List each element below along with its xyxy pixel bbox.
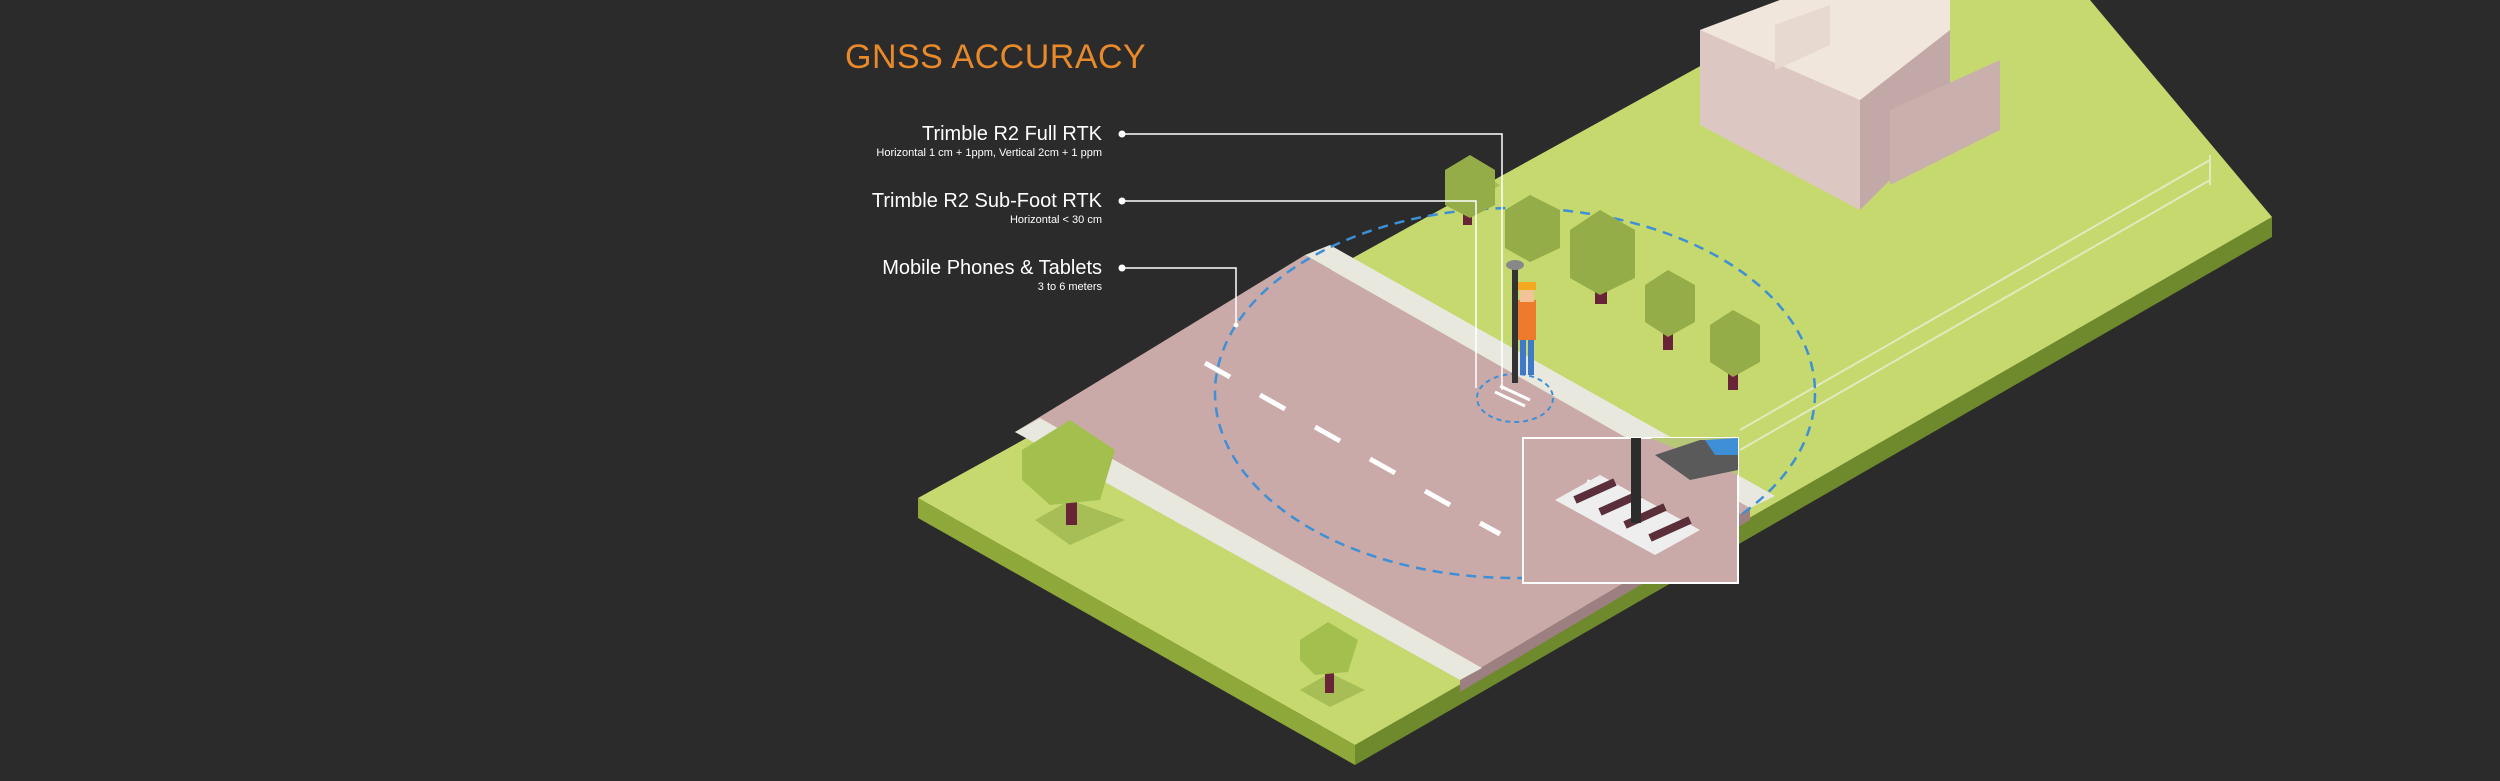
legend-item-mobile-phones: Mobile Phones & Tablets 3 to 6 meters (882, 256, 1102, 294)
leader-line-subfoot (1122, 200, 1477, 388)
building-icon (1700, 0, 2000, 210)
leader-line-phones (1122, 267, 1237, 325)
legend-item-full-rtk: Trimble R2 Full RTK Horizontal 1 cm + 1p… (876, 122, 1102, 160)
tree-icon (1570, 210, 1635, 304)
crosswalk-icon (1494, 384, 1531, 408)
legend-name: Trimble R2 Sub-Foot RTK (871, 190, 1102, 212)
surveyor-icon (1506, 260, 1536, 383)
leader-line-rtk (1122, 133, 1503, 390)
gnss-pole-icon (1512, 263, 1518, 383)
tree-icon (1645, 270, 1695, 350)
tree-icon (1445, 155, 1500, 225)
leader-lines (1122, 133, 1503, 390)
tree-icon (1300, 622, 1365, 707)
zoom-inset (1522, 437, 1739, 584)
page-title: GNSS ACCURACY (845, 38, 1147, 76)
fence-icon (1739, 155, 2211, 451)
tree-icon (1505, 195, 1560, 262)
legend-spec: Horizontal 1 cm + 1ppm, Vertical 2cm + 1… (876, 147, 1102, 159)
car-icon (1655, 438, 1738, 480)
legend-item-subfoot-rtk: Trimble R2 Sub-Foot RTK Horizontal < 30 … (872, 189, 1102, 227)
sidewalk-near (1015, 418, 1482, 680)
tree-icon (1710, 310, 1760, 390)
tree-icon (1022, 420, 1125, 545)
legend-spec: Horizontal < 30 cm (1009, 214, 1102, 226)
crosswalk-stripes (1555, 475, 1700, 555)
ground-left-side (918, 498, 1355, 765)
lane-markings (1203, 360, 1502, 537)
legend-name: Mobile Phones & Tablets (882, 257, 1102, 279)
legend-name: Trimble R2 Full RTK (921, 123, 1102, 145)
ground-right-side (1355, 217, 2272, 765)
leader-dots (1118, 130, 1239, 328)
legend-spec: 3 to 6 meters (1037, 281, 1102, 293)
